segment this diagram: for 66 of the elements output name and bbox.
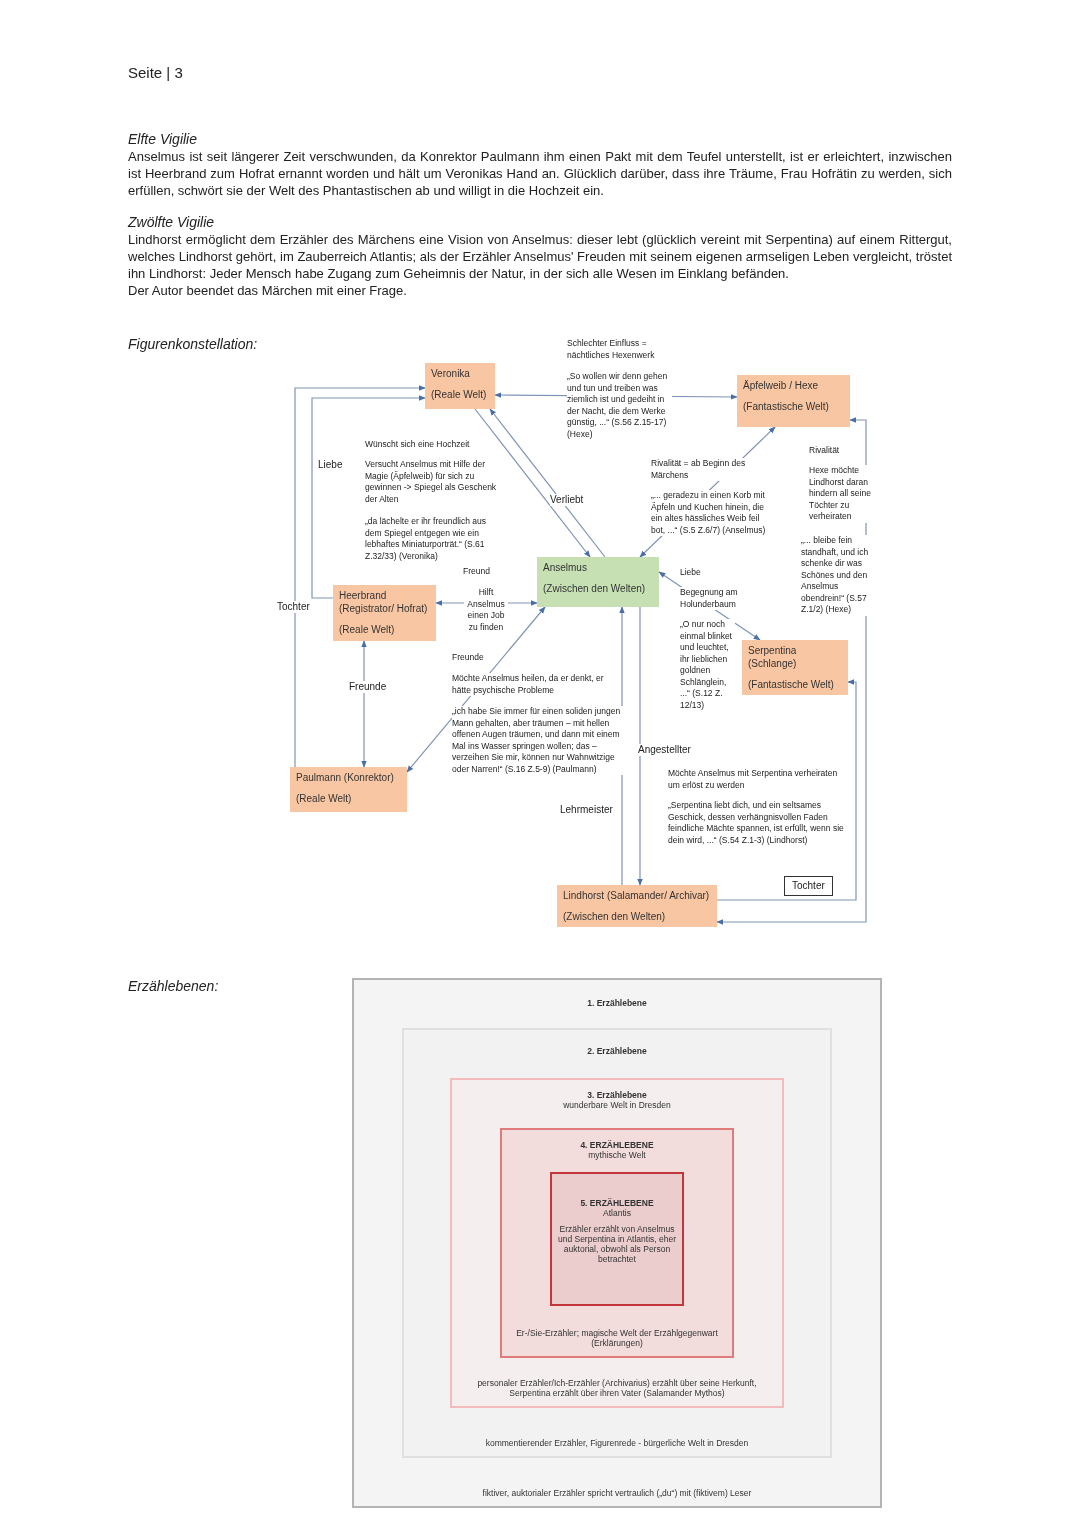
level-text: Erzähler erzählt von Anselmus und Serpentina in Atlantis, eher auktorial, obwohl als Person betrachtet [556,1224,678,1264]
arrow [637,606,643,886]
character-box [425,363,495,409]
arrow [361,640,367,768]
edge-label: Tochter [277,601,310,613]
box-text: (Reale Welt) [431,388,488,401]
edge-label: Lehrmeister [560,804,613,816]
level-box [550,1172,684,1306]
level-box [402,1028,832,1458]
box-text: Lindhorst (Salamander/ Archivar) [563,889,711,902]
level-text: wunderbare Welt in Dresden [562,1100,672,1110]
arrow [474,408,591,558]
level-text: mythische Welt [587,1150,647,1160]
section-heading: Elfte Vigilie [128,130,198,148]
paragraph: Lindhorst ermöglicht dem Erzähler des Märchens eine Vision von Anselmus: dieser lebt (glücklich vereint mit Serpentina) auf einem Rittergut, welches Lindhorst gehört, im Zauberreich Atlantis; als der Erzähler Anselmus' Freuden mit seinem eigenen armseligen Leben vergleicht, tröstet ihn Lindhorst: Jeder Mensch habe Zugang zum Geheimnis der Natur, in der sich alle Wesen im Einklang befänden. [128,231,952,282]
box-text: (Zwischen den Welten) [543,582,647,595]
character-box [290,767,407,812]
annotation-text: Hilft Anselmus einen Job zu finden [464,587,508,633]
box-text: Veronika [431,367,471,380]
level-title: 2. Erzählebene [586,1046,648,1056]
paragraph: Der Autor beendet das Märchen mit einer Frage. [128,282,408,299]
character-box [737,375,850,427]
edge-label: Verliebt [550,494,584,506]
arrow [311,395,426,599]
box-text: Anselmus [543,561,588,574]
box-text: (Zwischen den Welten) [563,910,667,923]
level-text: personaler Erzähler/Ich-Erzähler (Archivarius) erzählt über seine Herkunft, Serpentina erzählt über ihren Vater (Salamander Mythos) [476,1378,758,1398]
annotation-text: Begegnung am Holunderbaum [680,587,740,610]
box-text: (Reale Welt) [339,623,396,636]
box-text: Paulmann (Konrektor) [296,771,395,784]
level-text: fiktiver, auktorialer Erzähler spricht vertraulich („du“) mit (fiktivem) Leser [481,1488,753,1498]
level-text: kommentierender Erzähler, Figurenrede - bürgerliche Welt in Dresden [484,1438,750,1448]
annotation-text: Versucht Anselmus mit Hilfe der Magie (Äpfelweib) für sich zu gewinnen -> Spiegel als Geschenk der Alten [365,459,497,505]
section-heading: Erzählebenen: [128,978,219,994]
arrow [716,679,857,901]
annotation-text: „O nur noch einmal blinket und leuchtet, ihr lieblichen goldnen Schlänglein, ...“ (S.12 Z. 12/13) [680,619,735,711]
section-heading: Zwölfte Vigilie [128,213,216,231]
page-header: Seite | 3 [128,64,183,81]
level-title: 3. Erzählebene [586,1090,648,1100]
section-heading: Figurenkonstellation: [128,336,258,352]
character-box [333,585,436,641]
edge-label: Angestellter [638,744,691,756]
box-text: Äpfelweib / Hexe [743,379,820,392]
box-text: Heerbrand (Registrator/ Hofrat) [339,589,429,615]
level-title: 1. Erzählebene [586,998,648,1008]
box-text: (Fantastische Welt) [748,678,835,691]
level-text: Atlantis [602,1208,632,1218]
character-box [557,885,717,927]
character-box [537,557,659,607]
level-box [450,1078,784,1408]
edge-label: Tochter [784,876,833,896]
level-box [500,1128,734,1358]
level-box [352,978,882,1508]
edge-label: Liebe [318,459,343,471]
edge-label: Freunde [349,681,387,693]
level-text: Er-/Sie-Erzähler; magische Welt der Erzählgegenwart (Erklärungen) [515,1328,719,1348]
box-text: Serpentina (Schlange) [748,644,798,670]
box-text: (Reale Welt) [296,792,353,805]
level-title: 5. ERZÄHLEBENE [579,1198,655,1208]
arrow [489,408,606,558]
paragraph: Anselmus ist seit längerer Zeit verschwunden, da Konrektor Paulmann ihm einen Pakt mit dem Teufel unterstellt, ist er erleichtert, inzwischen ist Heerbrand zum Hofrat ernannt worden und hält um Veronikas Hand an. Glücklich darüber, dass ihre Träume, Frau Hofrätin zu werden, sich erfüllen, schwört sie der Welt des Phantastischen ab und willigt in die Hochzeit ein. [128,148,952,199]
annotation-text: „So wollen wir denn gehen und tun und treiben was ziemlich ist und gedeiht in der Nacht, die dem Werke günstig, ...“ (S.56 Z.15-17) (Hexe) [567,371,672,440]
box-text: (Fantastische Welt) [743,400,830,413]
arrow [294,385,426,768]
level-title: 4. ERZÄHLEBENE [579,1140,655,1150]
character-box [742,640,848,695]
